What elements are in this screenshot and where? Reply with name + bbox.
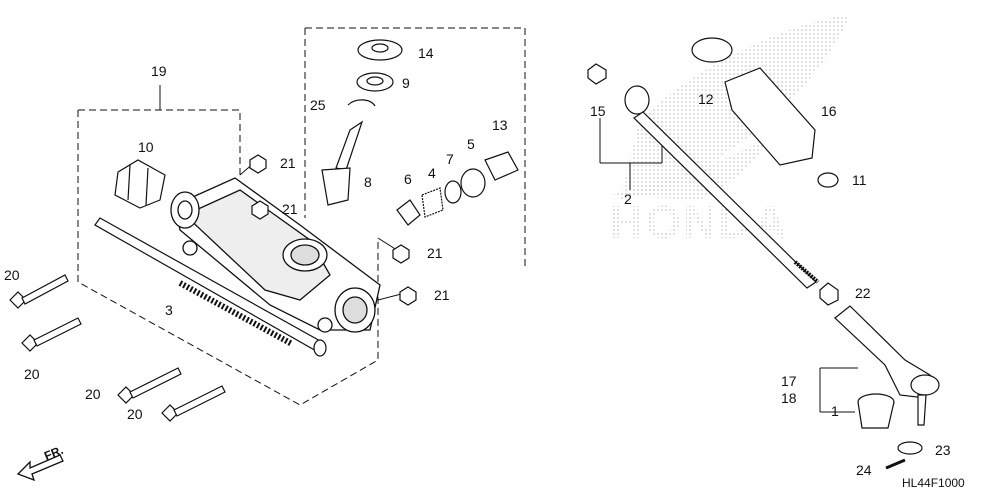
callout-19: 19 xyxy=(151,63,167,79)
callout-20-b: 20 xyxy=(24,366,40,382)
callout-20-a: 20 xyxy=(4,267,20,283)
callout-20-c: 20 xyxy=(85,386,101,402)
callout-12: 12 xyxy=(698,91,714,107)
callout-5: 5 xyxy=(467,136,475,152)
assembly-dashed-outlines xyxy=(77,27,526,406)
callout-8: 8 xyxy=(364,174,372,190)
callout-22: 22 xyxy=(855,285,871,301)
front-direction-arrow xyxy=(16,454,64,482)
steering-rack xyxy=(94,217,327,357)
callout-24: 24 xyxy=(856,462,872,478)
callout-2: 2 xyxy=(624,191,632,207)
tie-rod-nut xyxy=(819,282,839,306)
callout-20-d: 20 xyxy=(127,406,143,422)
figure-code: HL44F1000 xyxy=(902,476,965,490)
callout-3: 3 xyxy=(165,302,173,318)
pinion-shaft-group xyxy=(321,39,403,206)
callout-18: 18 xyxy=(781,390,797,406)
callout-9: 9 xyxy=(402,75,410,91)
callout-21-a: 21 xyxy=(280,155,296,171)
callout-6: 6 xyxy=(404,171,412,187)
callout-17: 17 xyxy=(781,373,797,389)
gearbox-housing xyxy=(170,177,381,333)
callout-21-d: 21 xyxy=(434,287,450,303)
callout-23: 23 xyxy=(935,442,951,458)
tie-rod-end xyxy=(834,305,940,470)
callout-10: 10 xyxy=(138,139,154,155)
callout-25: 25 xyxy=(310,97,326,113)
mounting-bushing xyxy=(114,159,166,209)
tie-rod xyxy=(587,63,820,289)
callout-4: 4 xyxy=(428,165,436,181)
callout-21-c: 21 xyxy=(427,245,443,261)
flange-nuts xyxy=(249,154,417,306)
callout-21-b: 21 xyxy=(282,201,298,217)
callout-11: 11 xyxy=(852,172,867,188)
flange-bolts xyxy=(9,274,226,422)
callout-16: 16 xyxy=(821,103,837,119)
callout-15: 15 xyxy=(590,103,606,119)
rack-guide-group xyxy=(396,151,519,226)
callout-1: 1 xyxy=(831,403,839,419)
callout-13: 13 xyxy=(492,117,508,133)
rack-boot xyxy=(691,37,839,188)
callout-14: 14 xyxy=(418,45,434,61)
callout-7: 7 xyxy=(446,151,454,167)
